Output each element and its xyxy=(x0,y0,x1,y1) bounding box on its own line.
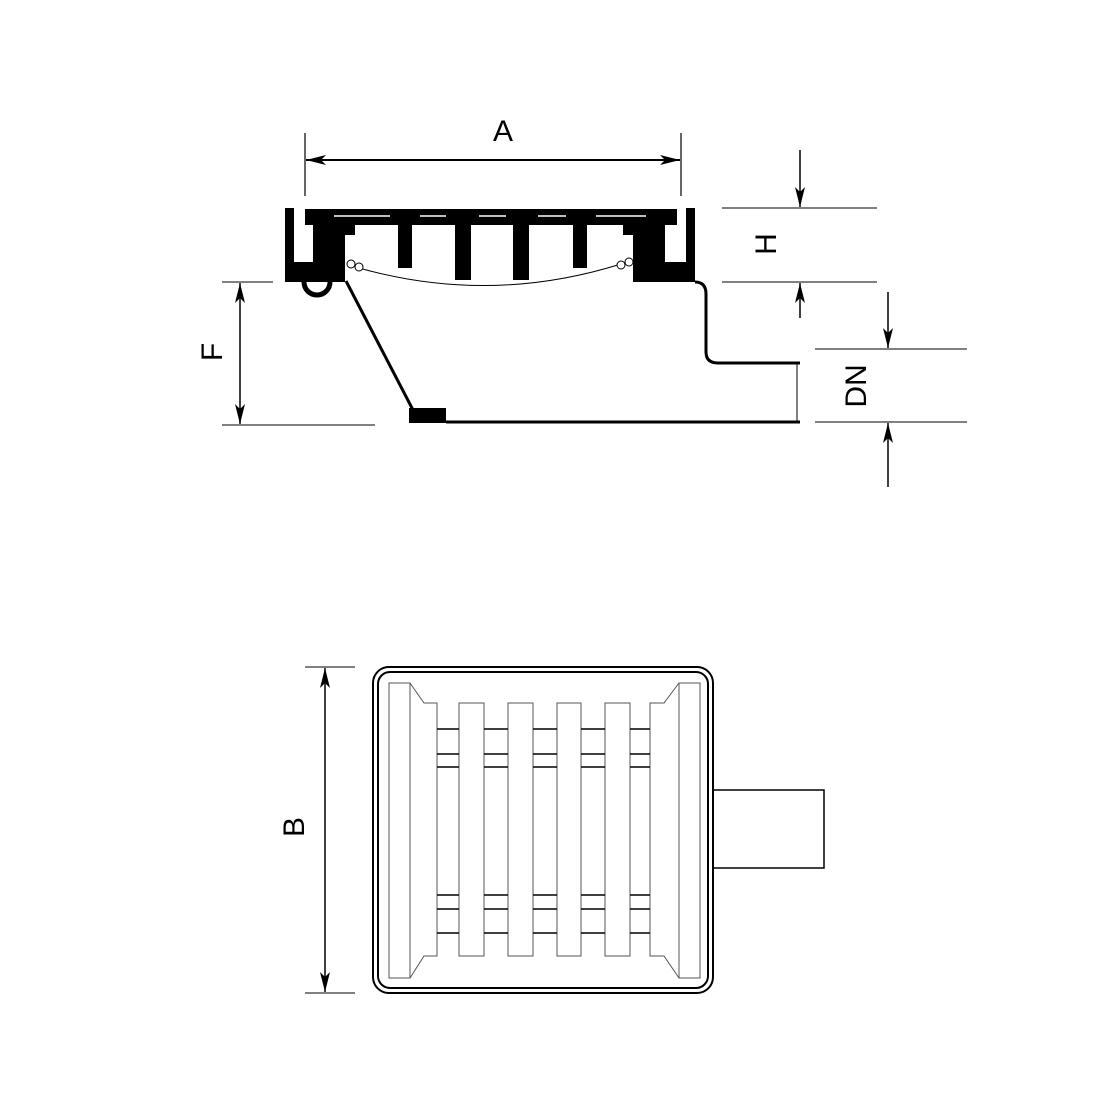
label-a: A xyxy=(493,115,513,148)
side-view: A xyxy=(196,115,967,487)
top-view xyxy=(305,666,825,994)
dimension-dn xyxy=(815,292,967,487)
dimension-f xyxy=(222,281,375,426)
label-h: H xyxy=(750,233,783,255)
dimension-b xyxy=(305,666,355,994)
drain-body xyxy=(344,280,800,424)
hook xyxy=(301,281,333,298)
dimension-a xyxy=(304,133,682,196)
label-b: B xyxy=(278,817,311,837)
crossbars xyxy=(437,728,650,934)
dimension-h xyxy=(722,150,877,318)
label-dn: DN xyxy=(840,364,873,407)
outlet-pipe xyxy=(712,789,825,869)
label-f: F xyxy=(196,343,229,361)
grate-section xyxy=(285,208,695,282)
basket-arc xyxy=(346,257,634,287)
